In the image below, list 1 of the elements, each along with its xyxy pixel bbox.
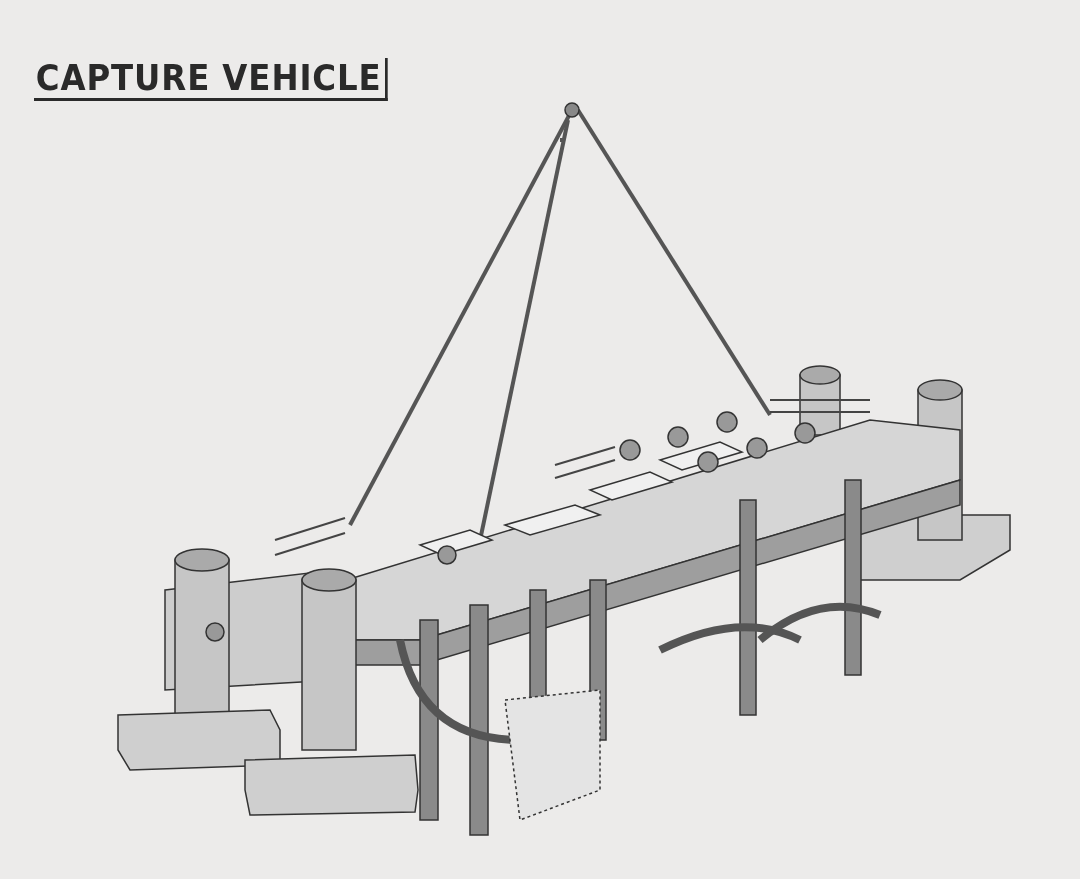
title: CAPTURE VEHICLE bbox=[34, 58, 388, 101]
